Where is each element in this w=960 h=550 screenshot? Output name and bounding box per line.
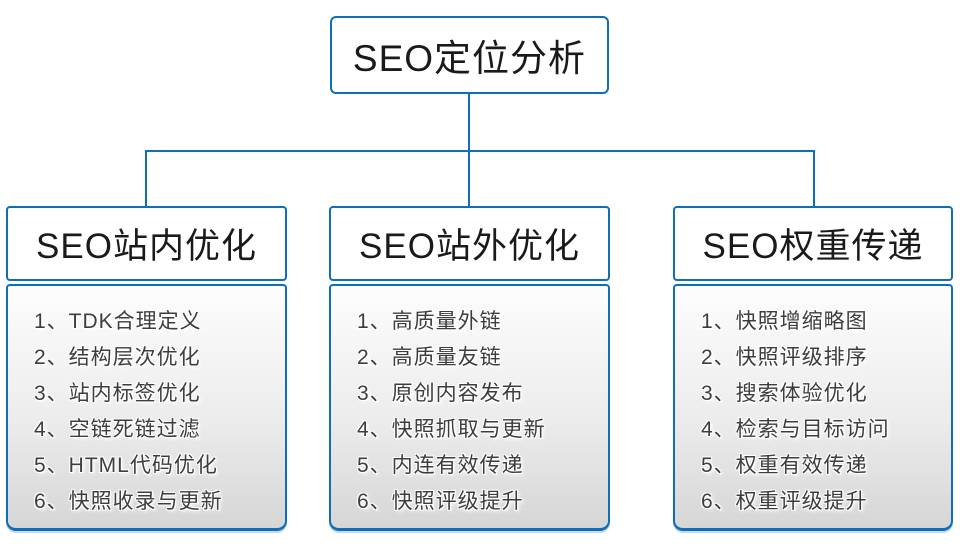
list-item: 4、检索与目标访问 bbox=[701, 418, 890, 441]
list-item: 4、快照抓取与更新 bbox=[357, 418, 546, 441]
list-item: 1、高质量外链 bbox=[357, 310, 502, 333]
list-item: 5、权重有效传递 bbox=[701, 454, 868, 477]
branch-header-offsite-optimization: SEO站外优化 bbox=[329, 206, 610, 281]
item-list: 1、快照增缩略图 2、快照评级排序 3、搜索体验优化 4、检索与目标访问 5、权… bbox=[675, 286, 951, 520]
branch-title: SEO站外优化 bbox=[359, 227, 580, 266]
branch-header-weight-transfer: SEO权重传递 bbox=[673, 206, 953, 281]
branch-list-offsite-optimization: 1、高质量外链 2、高质量友链 3、原创内容发布 4、快照抓取与更新 5、内连有… bbox=[329, 284, 610, 531]
branch-title: SEO站内优化 bbox=[36, 227, 257, 266]
connector-drop-right bbox=[813, 150, 815, 207]
list-item: 6、快照评级提升 bbox=[357, 490, 524, 513]
connector-drop-left bbox=[145, 150, 147, 207]
list-item: 6、权重评级提升 bbox=[701, 490, 868, 513]
list-item: 1、快照增缩略图 bbox=[701, 310, 868, 333]
list-item: 5、HTML代码优化 bbox=[34, 454, 218, 477]
connector-root-stem bbox=[468, 94, 470, 151]
branch-list-weight-transfer: 1、快照增缩略图 2、快照评级排序 3、搜索体验优化 4、检索与目标访问 5、权… bbox=[673, 284, 953, 531]
list-item: 2、高质量友链 bbox=[357, 346, 502, 369]
list-item: 3、站内标签优化 bbox=[34, 382, 201, 405]
item-list: 1、TDK合理定义 2、结构层次优化 3、站内标签优化 4、空链死链过滤 5、H… bbox=[8, 286, 285, 520]
root-node-seo-positioning-analysis: SEO定位分析 bbox=[330, 16, 609, 94]
list-item: 4、空链死链过滤 bbox=[34, 418, 201, 441]
connector-drop-middle bbox=[468, 150, 470, 207]
branch-list-onsite-optimization: 1、TDK合理定义 2、结构层次优化 3、站内标签优化 4、空链死链过滤 5、H… bbox=[6, 284, 287, 531]
list-item: 5、内连有效传递 bbox=[357, 454, 524, 477]
list-item: 3、原创内容发布 bbox=[357, 382, 524, 405]
list-item: 6、快照收录与更新 bbox=[34, 490, 223, 513]
item-list: 1、高质量外链 2、高质量友链 3、原创内容发布 4、快照抓取与更新 5、内连有… bbox=[331, 286, 608, 520]
branch-header-onsite-optimization: SEO站内优化 bbox=[6, 206, 287, 281]
list-item: 3、搜索体验优化 bbox=[701, 382, 868, 405]
connector-horizontal-bar bbox=[145, 150, 815, 152]
list-item: 2、结构层次优化 bbox=[34, 346, 201, 369]
branch-title: SEO权重传递 bbox=[702, 227, 924, 266]
list-item: 2、快照评级排序 bbox=[701, 346, 868, 369]
root-node-title: SEO定位分析 bbox=[352, 38, 587, 79]
list-item: 1、TDK合理定义 bbox=[34, 310, 202, 333]
